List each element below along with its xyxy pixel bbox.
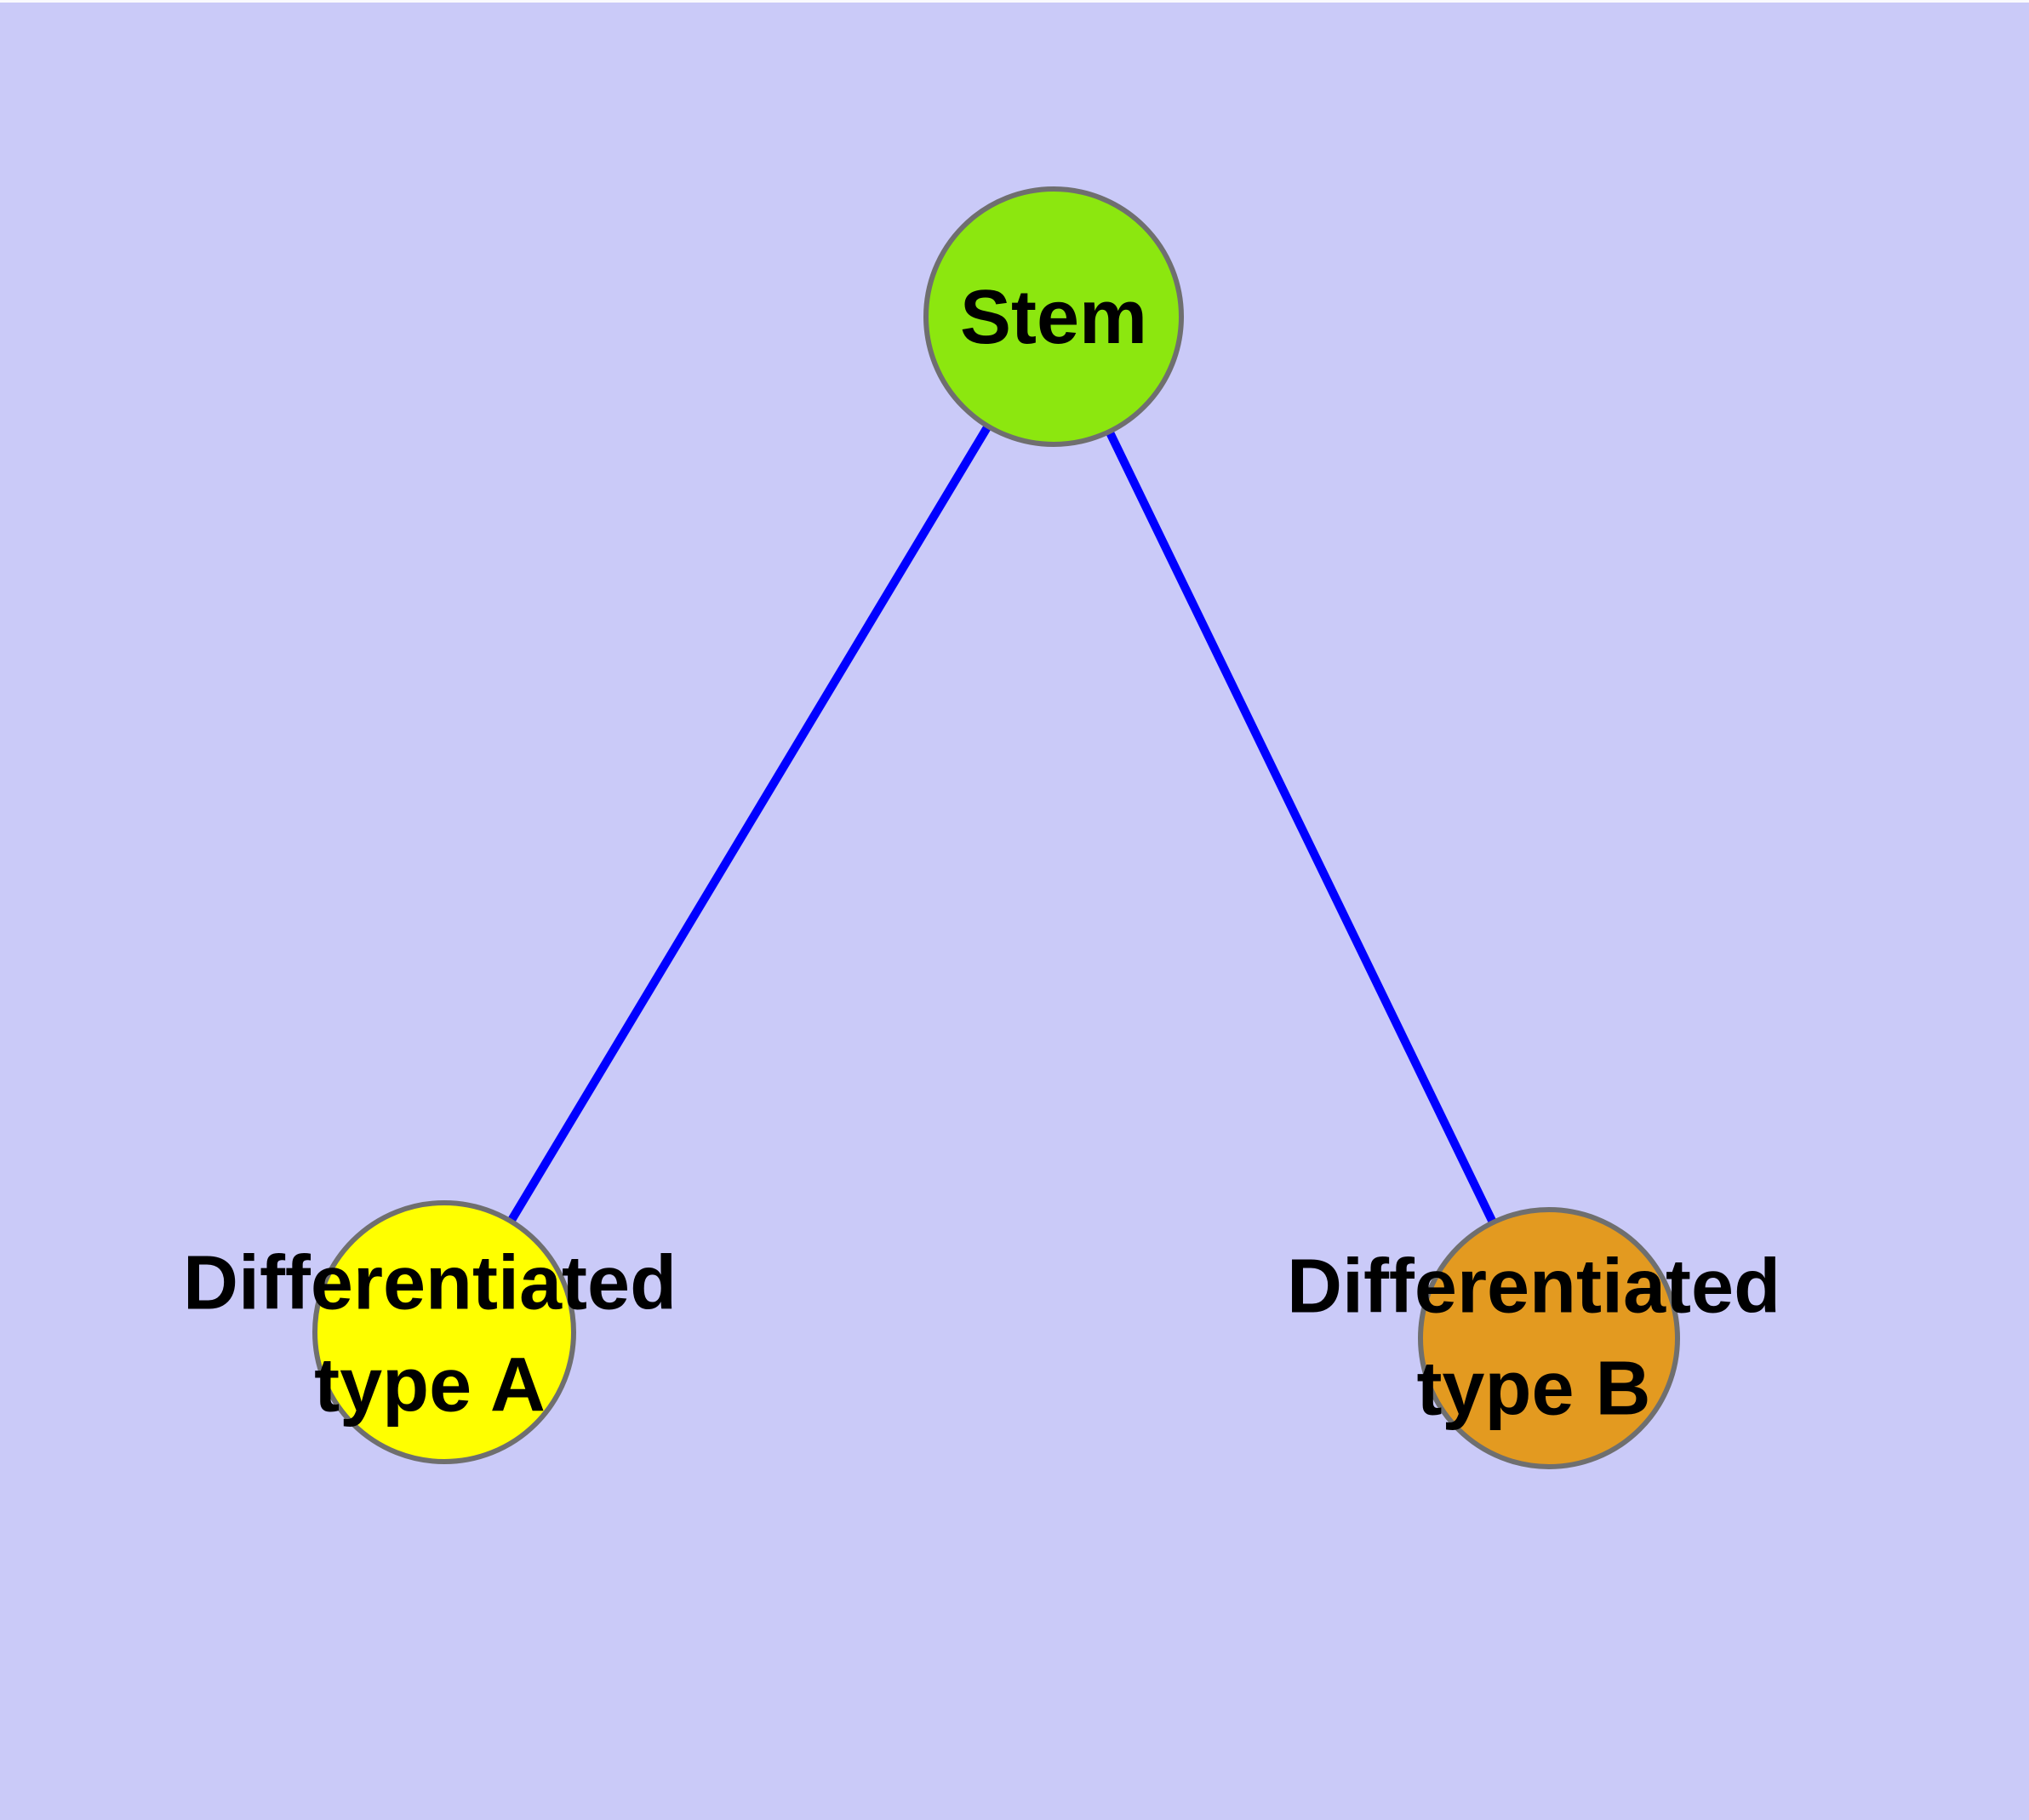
- node-differentiated-type-b[interactable]: [1418, 1207, 1680, 1469]
- node-differentiated-type-a[interactable]: [312, 1200, 576, 1464]
- edge-stem-to-differentiated-type-b: [1049, 314, 1553, 1341]
- canvas-top-edge: [0, 0, 2029, 3]
- node-stem[interactable]: [923, 186, 1184, 447]
- edge-stem-to-differentiated-type-a: [440, 314, 1058, 1335]
